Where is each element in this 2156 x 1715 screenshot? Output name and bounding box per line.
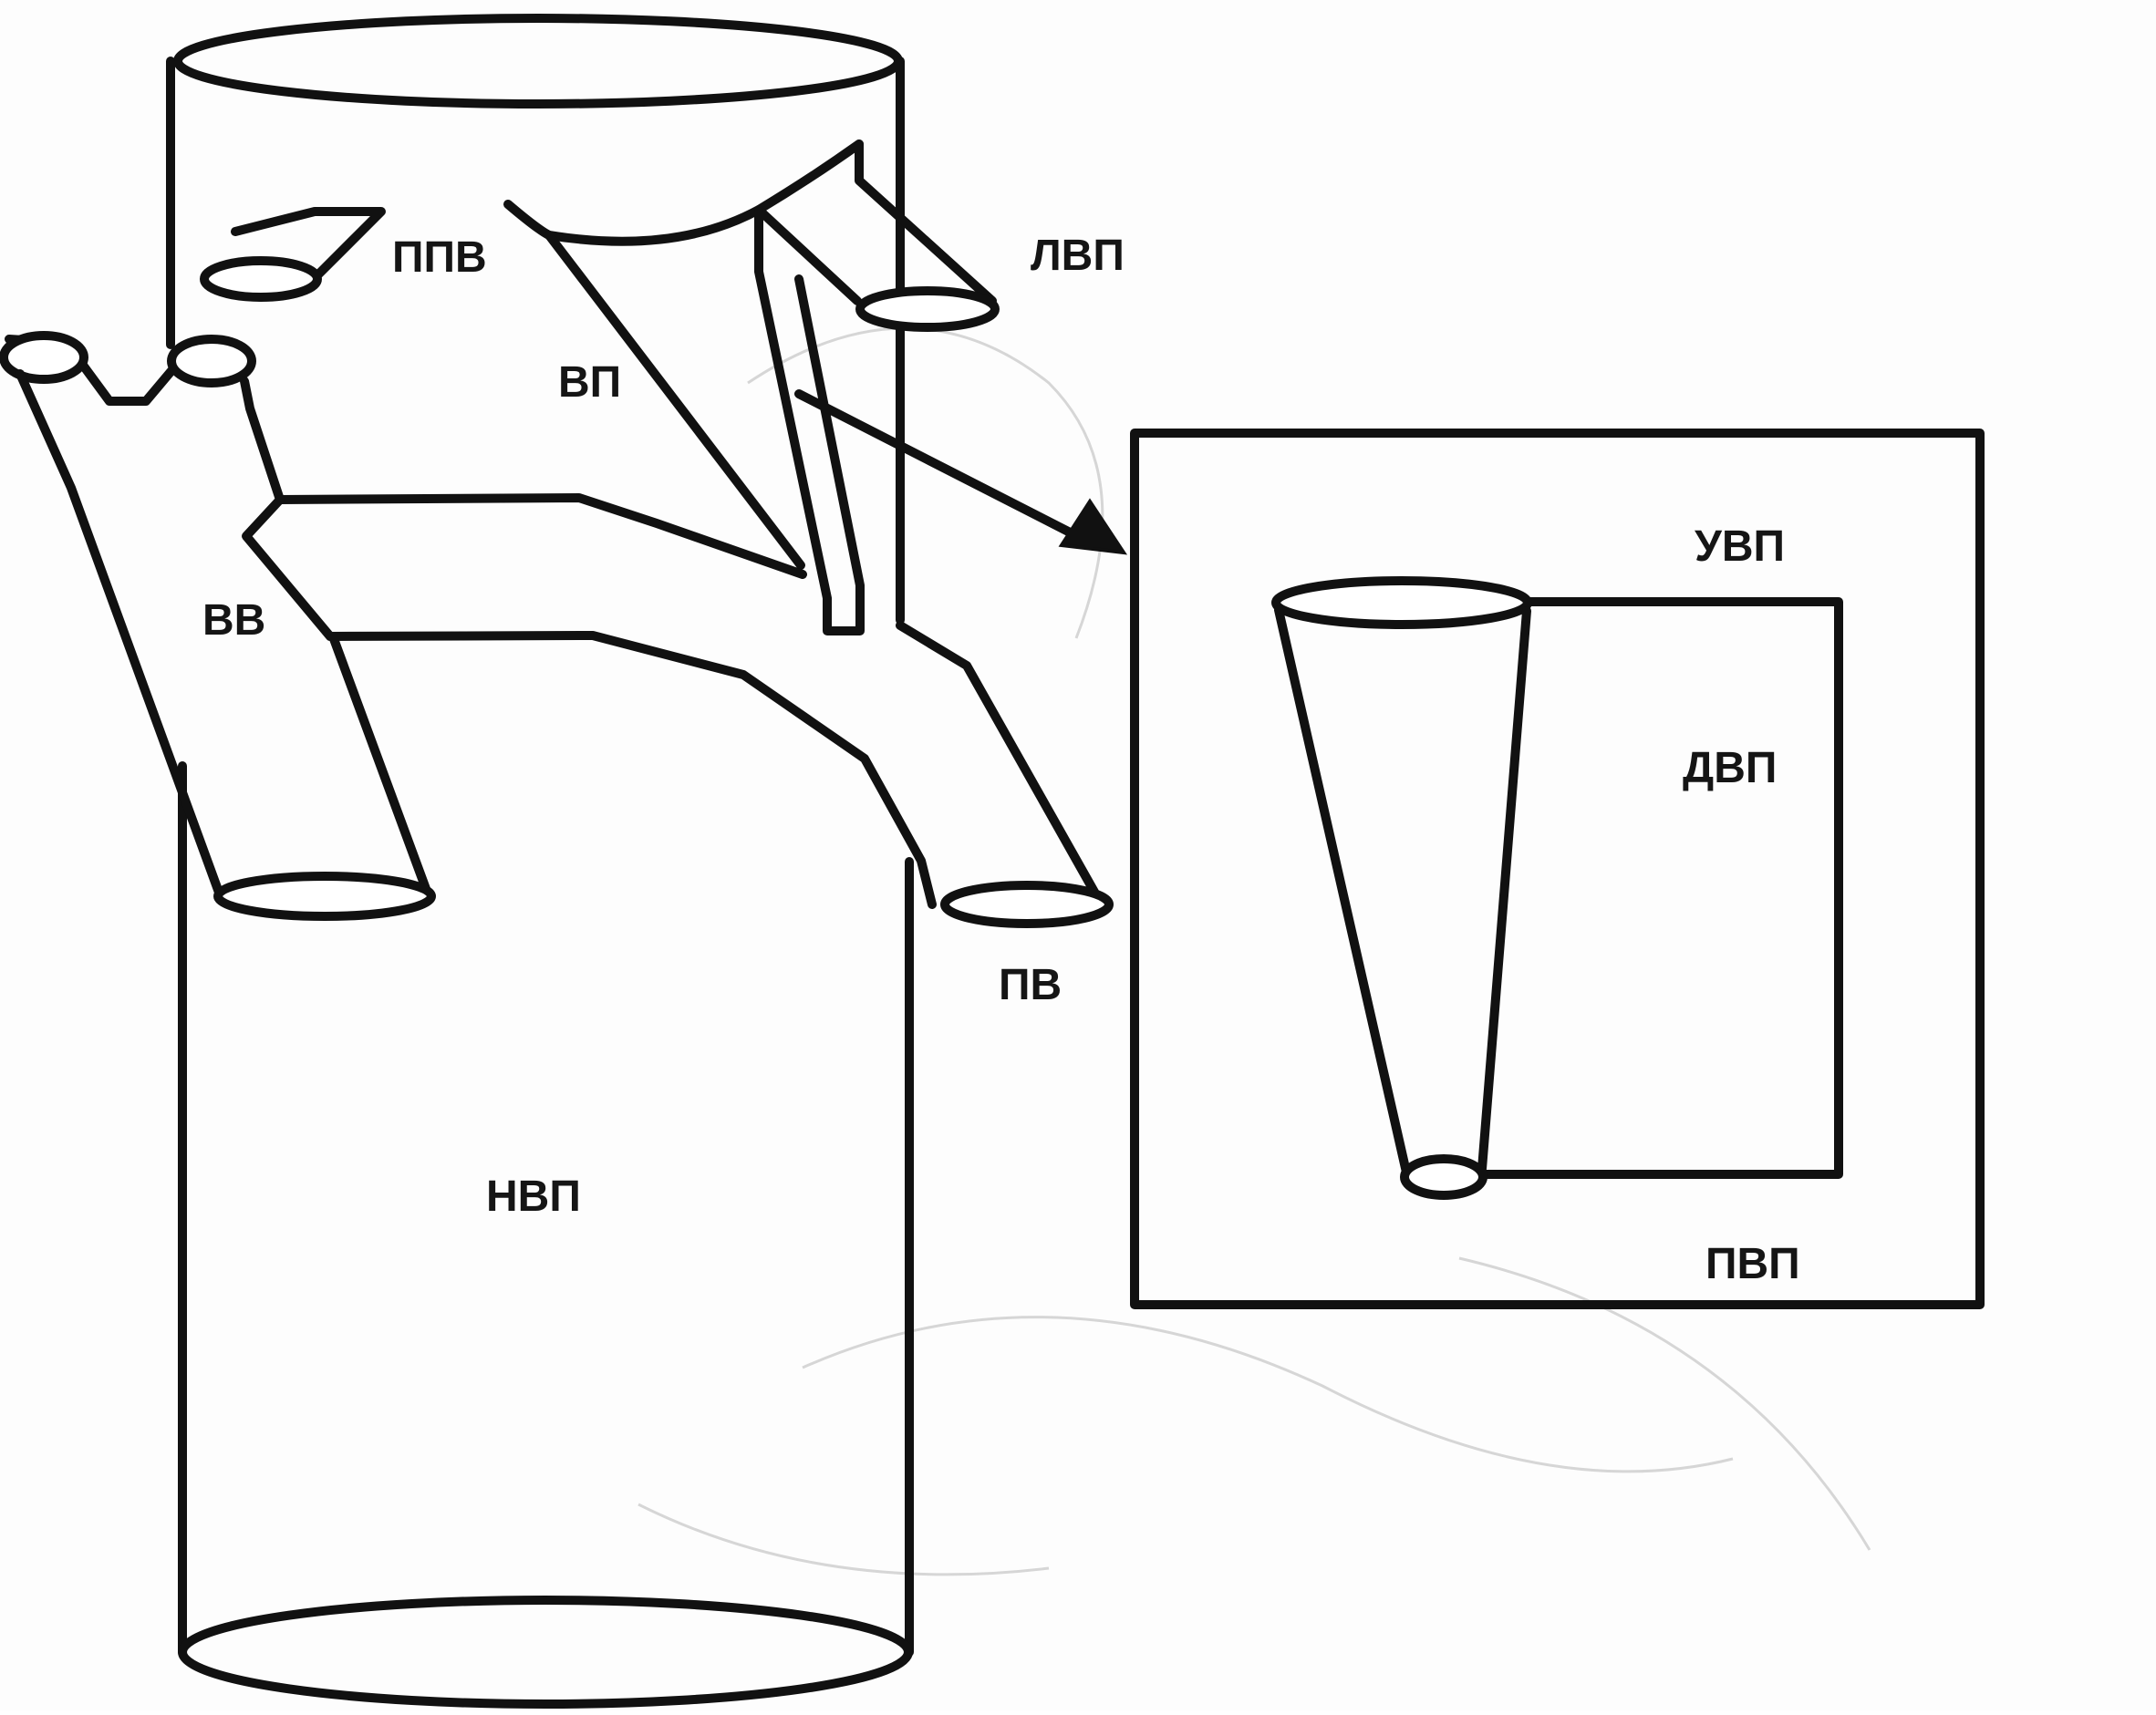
lvp-vessel	[754, 139, 1000, 332]
vp-vessel	[503, 139, 864, 570]
vv-vessel	[0, 331, 436, 921]
label-nvp: НВП	[486, 1173, 581, 1221]
ppv-vessel	[200, 207, 386, 302]
pointer-arrow	[794, 389, 1128, 555]
label-dvp: ДВП	[1683, 744, 1777, 792]
background-bleed-through	[637, 326, 1871, 1576]
main-vessel-bottom-opening	[178, 1596, 913, 1709]
inset-box	[1130, 429, 1985, 1309]
label-lvp: ЛВП	[1031, 232, 1125, 280]
pv-vessel	[242, 493, 1114, 928]
label-pv: ПВ	[999, 961, 1062, 1009]
label-vp: ВП	[558, 358, 621, 407]
inner-descending-tube	[754, 207, 865, 635]
label-uvp: УВП	[1695, 522, 1785, 571]
label-vv: ВВ	[202, 596, 265, 645]
main-vessel-top-opening	[173, 14, 903, 108]
label-ppv: ППВ	[392, 233, 487, 282]
label-pvp: ПВП	[1705, 1240, 1800, 1288]
